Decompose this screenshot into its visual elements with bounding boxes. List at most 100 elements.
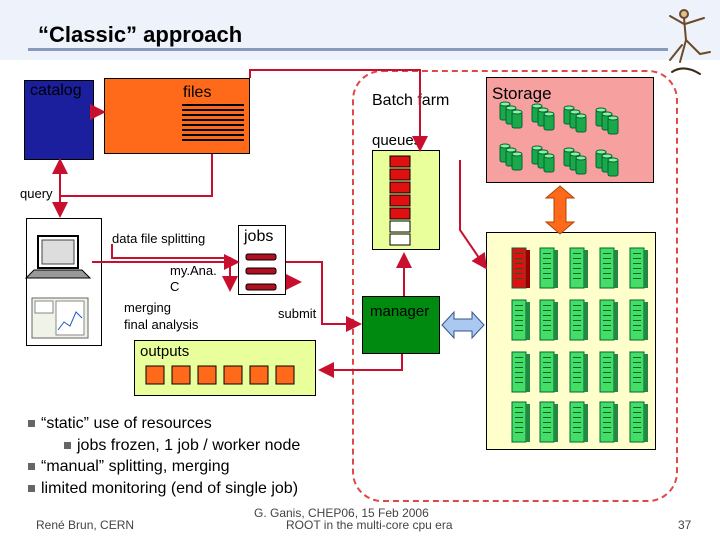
merging-label-line1: merging [124,300,171,315]
file-line [182,129,244,131]
worker-node-stripe [633,305,641,306]
worker-node-stripe [573,305,581,306]
worker-node-stripe [603,268,611,269]
worker-node-stripe [573,320,581,321]
storage-disk-icon [563,147,575,153]
worker-node-stripe [633,427,641,428]
bullet-item: “static” use of resources [28,413,300,435]
jobs-label: jobs [244,228,274,245]
worker-node-stripe [515,278,523,279]
worker-node-stripe [543,263,551,264]
storage-disk-icon [531,103,543,109]
worker-node-side [584,250,588,288]
output-slot [275,365,295,385]
job-bar [245,283,277,291]
worker-node-stripe [515,325,523,326]
storage-disk-icon [499,101,511,107]
worker-node-stripe [633,330,641,331]
worker-node-stripe [543,320,551,321]
worker-node-stripe [633,253,641,254]
catalog-label: catalog [30,82,82,99]
queue-to-farm-arrow [459,160,488,270]
queues-label: queues [372,132,422,149]
worker-node-stripe [633,263,641,264]
queue-slot [389,181,411,194]
worker-node-stripe [543,305,551,306]
myana-label-line2: C [170,279,180,294]
worker-node-side [644,404,648,442]
outputs-label: outputs [140,343,190,360]
bullet-text: jobs frozen, 1 job / worker node [77,436,301,454]
worker-node-side [554,354,558,392]
worker-node-stripe [603,263,611,264]
storage-disk-icon [607,115,619,121]
worker-node-stripe [543,407,551,408]
worker-node-stripe [543,417,551,418]
bullet-text: limited monitoring (end of single job) [41,479,299,497]
storage-disk-icon [511,109,523,115]
worker-node-stripe [573,268,581,269]
worker-node-stripe [543,310,551,311]
storage-disk-icon [543,153,555,159]
storage-disk-icon [511,151,523,157]
worker-node-stripe [543,377,551,378]
worker-node-stripe [603,273,611,274]
worker-node-stripe [515,330,523,331]
output-slot [171,365,191,385]
worker-node-stripe [633,268,641,269]
storage-disk-icon [607,157,619,163]
storage-disk-icon [601,111,613,117]
worker-node-stripe [603,320,611,321]
queue-slot [389,194,411,207]
batch-farm-boundary [352,70,678,502]
worker-node-side [614,250,618,288]
worker-node-stripe [633,320,641,321]
worker-node-stripe [633,310,641,311]
bullet-text: “manual” splitting, merging [41,458,230,475]
worker-node-stripe [633,362,641,363]
worker-node-stripe [515,362,523,363]
worker-node-stripe [573,432,581,433]
worker-node-stripe [543,325,551,326]
worker-node-stripe [515,357,523,358]
worker-node-stripe [573,427,581,428]
storage-disk-icon [537,107,549,113]
worker-node-stripe [633,367,641,368]
slide-title: “Classic” approach [38,22,243,47]
worker-node-stripe [543,412,551,413]
worker-node-stripe [573,377,581,378]
worker-node-stripe [633,273,641,274]
worker-node-stripe [633,278,641,279]
worker-node-stripe [573,278,581,279]
worker-node-stripe [603,382,611,383]
worker-node-stripe [515,367,523,368]
file-line [182,139,244,141]
manager-farm-double-arrow [441,310,485,340]
splitting-to-merging-arrow [111,244,238,292]
worker-node-stripe [603,417,611,418]
worker-node-side [554,302,558,340]
worker-node-stripe [515,422,523,423]
worker-node-stripe [603,412,611,413]
storage-disk-icon [531,145,543,151]
worker-node-stripe [603,432,611,433]
worker-node-stripe [603,325,611,326]
footer-author: René Brun, CERN [36,518,135,532]
manager-to-outputs-arrow [318,354,403,378]
queue-slot [389,220,411,233]
worker-node-stripe [515,263,523,264]
storage-disk-icon [569,151,581,157]
worker-node-side [614,302,618,340]
worker-node-stripe [633,432,641,433]
worker-node-stripe [515,273,523,274]
worker-node-stripe [515,315,523,316]
myana-label-line1: my.Ana. [170,263,217,278]
worker-node-stripe [603,357,611,358]
job-bar [245,267,277,275]
worker-node-stripe [633,258,641,259]
worker-node-side [526,354,530,392]
storage-disk-icon [575,155,587,161]
worker-node-stripe [633,315,641,316]
worker-node-stripe [603,253,611,254]
